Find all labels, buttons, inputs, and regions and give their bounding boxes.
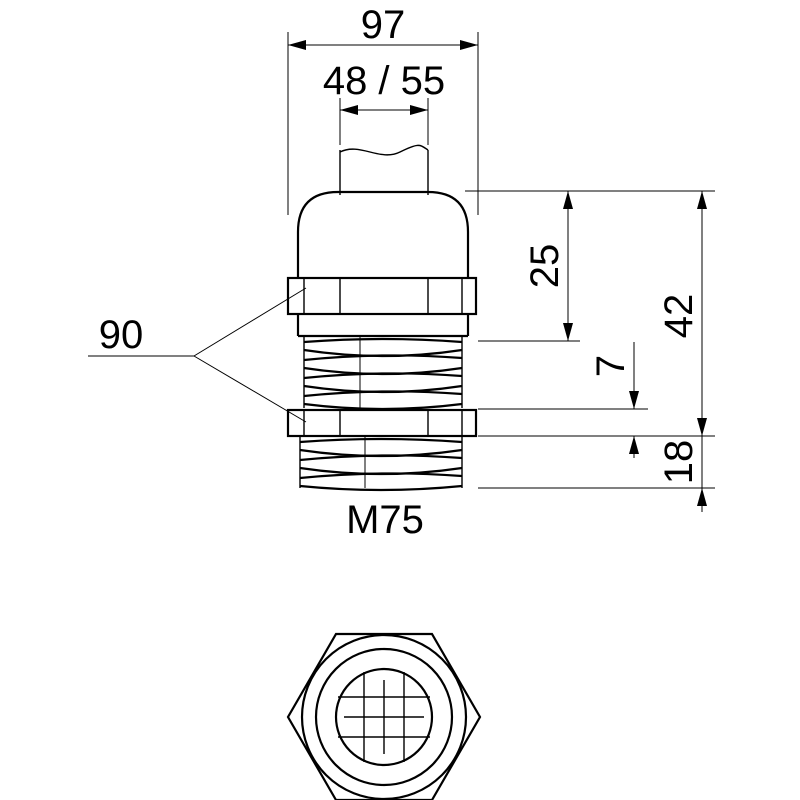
dimensions: 97 48 / 55 25 — [88, 3, 715, 512]
wrench-90-label: 90 — [99, 313, 144, 357]
seal-insert — [338, 672, 430, 762]
dimension-wrench-90: 90 — [88, 287, 307, 423]
seal-circle — [334, 667, 434, 767]
cable-range-label: 48 / 55 — [323, 59, 445, 103]
lower-thread — [299, 436, 463, 492]
dimension-cap-25: 25 — [523, 191, 573, 341]
dimension-thread-18: 18 — [657, 436, 707, 512]
upper-thread — [303, 336, 463, 411]
thread-label: M75 — [346, 498, 424, 542]
dimension-cable-range: 48 / 55 — [323, 59, 445, 145]
width-97-label: 97 — [361, 3, 406, 47]
top-view — [286, 632, 482, 800]
dimension-width-97: 97 — [287, 3, 479, 215]
cable-stub — [339, 144, 429, 195]
thread-18-label: 18 — [657, 440, 701, 485]
dimension-total-42: 42 — [657, 191, 707, 436]
cap-circle-outer — [300, 633, 468, 800]
lower-hex-nut — [286, 408, 478, 438]
side-view: M75 — [286, 144, 478, 542]
body-collar — [296, 314, 470, 338]
cap-circle-inner — [314, 647, 454, 787]
dome-cap — [296, 190, 470, 278]
locknut-7-label: 7 — [589, 355, 633, 377]
total-42-label: 42 — [657, 294, 701, 339]
hex-outline — [286, 632, 482, 800]
cap-25-label: 25 — [523, 244, 567, 289]
upper-hex-nut — [286, 276, 478, 316]
dimension-locknut-7: 7 — [589, 342, 639, 458]
extension-lines — [465, 190, 715, 489]
